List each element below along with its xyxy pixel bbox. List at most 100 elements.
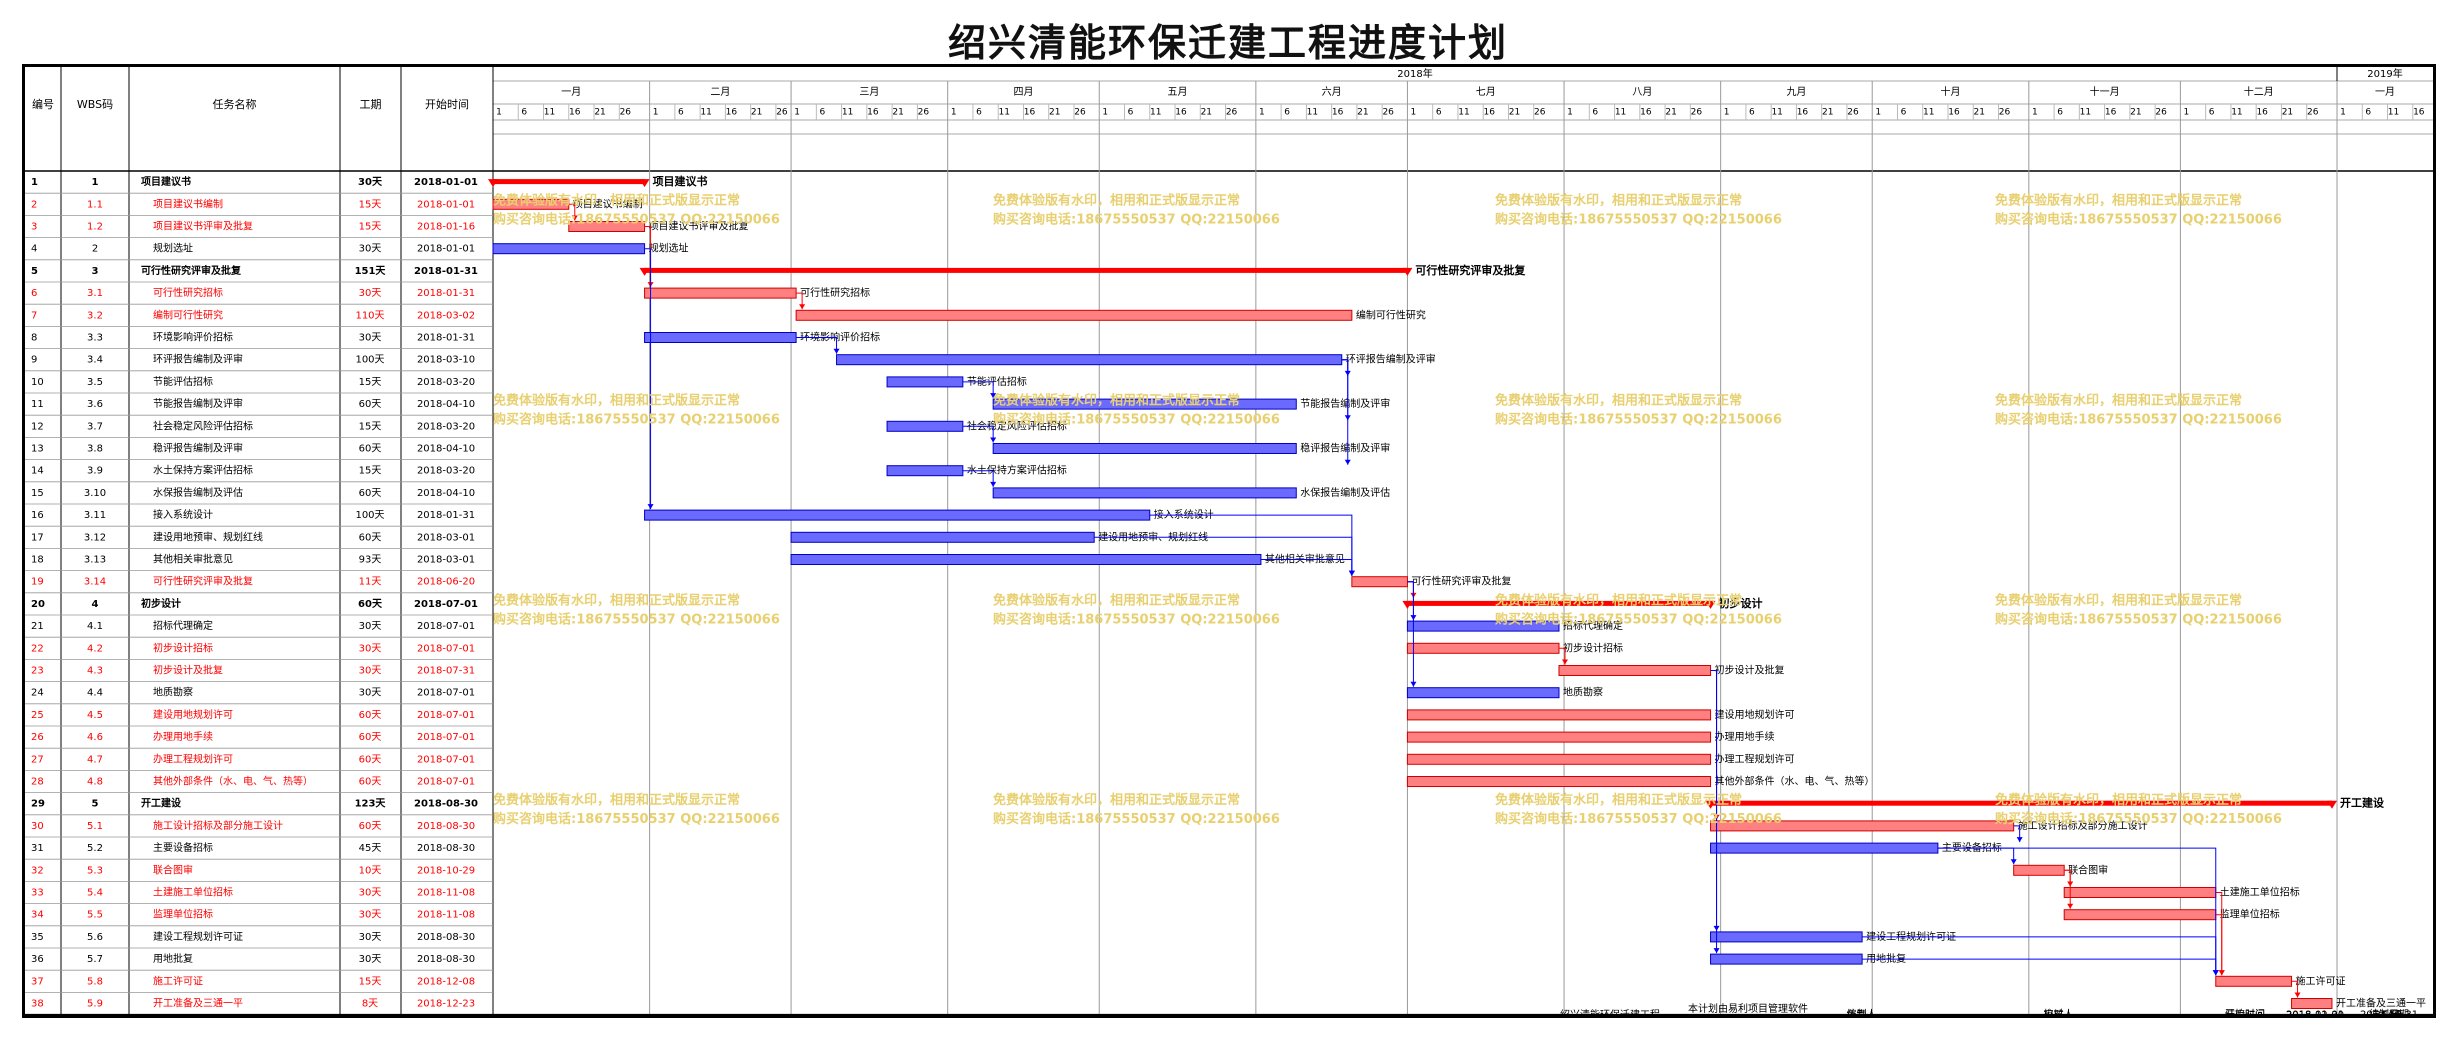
task-start: 2018-03-20 (417, 466, 475, 477)
gantt-task-bar (1406, 642, 1560, 654)
year-label: 2019年 (2367, 67, 2402, 80)
task-duration: 123天 (355, 798, 387, 810)
task-name: 建设用地预审、规划红线 (153, 530, 263, 543)
day-tick-label: 16 (1024, 108, 1036, 118)
task-start: 2018-07-01 (414, 599, 478, 610)
column-header: WBS码 (77, 98, 113, 111)
year-label: 2018年 (1397, 67, 1432, 80)
day-tick-label: 11 (2231, 108, 2242, 118)
task-start: 2018-01-01 (414, 177, 478, 188)
footer-cell-text: 校对人 (2044, 1008, 2074, 1015)
task-duration: 15天 (359, 199, 382, 210)
day-tick-label: 6 (678, 108, 684, 118)
task-start: 2018-04-10 (417, 399, 475, 410)
watermark-text: 免费体验版有水印，相用和正式版显示正常 (1995, 393, 2242, 409)
task-name: 监理单位招标 (153, 908, 213, 921)
gantt-bar-label: 办理用地手续 (1715, 730, 1775, 743)
month-label: 六月 (1322, 86, 1342, 98)
task-start: 2018-03-20 (417, 377, 475, 388)
task-duration: 15天 (359, 421, 382, 432)
task-wbs: 5.6 (87, 932, 103, 943)
footer-cell-text: 负责人 (1847, 1008, 1877, 1015)
watermark-text: 免费体验版有水印，相用和正式版显示正常 (493, 193, 740, 209)
gantt-bar-label: 地质勘察 (1563, 686, 1603, 699)
day-tick-label: 21 (751, 108, 762, 118)
task-duration: 30天 (359, 666, 382, 677)
day-tick-label: 6 (2209, 108, 2215, 118)
gantt-bar-label: 水保报告编制及评估 (1300, 486, 1390, 499)
gantt-task-bar (992, 398, 1297, 410)
task-number: 24 (31, 688, 44, 699)
task-name: 初步设计及批复 (153, 664, 223, 677)
task-duration: 8天 (362, 999, 378, 1010)
footer-software: 本计划由易利项目管理软件 (1688, 1002, 1808, 1015)
task-start: 2018-01-31 (417, 288, 475, 299)
day-tick-label: 11 (1771, 108, 1782, 118)
gantt-task-bar (2215, 975, 2293, 987)
task-name: 可行性研究评审及批复 (141, 264, 242, 277)
watermark-text: 免费体验版有水印，相用和正式版显示正常 (993, 792, 1240, 808)
gantt-task-bar (1406, 731, 1712, 743)
task-wbs: 3.11 (84, 510, 106, 521)
day-tick-label: 26 (620, 108, 632, 118)
day-tick-label: 6 (1901, 108, 1907, 118)
gantt-task-bar (1406, 753, 1712, 765)
day-tick-label: 21 (2282, 108, 2293, 118)
gantt-bar-label: 初步设计招标 (1563, 641, 1623, 654)
gantt-task-bar (992, 487, 1297, 499)
task-start: 2018-01-31 (414, 266, 478, 277)
watermark-text: 免费体验版有水印，相用和正式版显示正常 (1495, 193, 1742, 209)
dependency-link (796, 292, 803, 310)
day-tick-label: 11 (700, 108, 711, 118)
task-start: 2018-03-01 (417, 532, 475, 543)
task-name: 规划选址 (153, 242, 193, 255)
task-duration: 151天 (355, 265, 387, 277)
task-wbs: 3.5 (87, 377, 103, 388)
task-start: 2018-08-30 (417, 932, 475, 943)
task-wbs: 4.1 (87, 621, 103, 632)
day-tick-label: 26 (2155, 108, 2167, 118)
day-tick-label: 26 (1999, 108, 2011, 118)
task-start: 2018-12-23 (417, 999, 475, 1010)
task-number: 14 (31, 466, 44, 477)
dependency-arrow (2067, 903, 2074, 909)
task-duration: 30天 (359, 333, 382, 344)
day-tick-label: 1 (1102, 108, 1108, 118)
day-tick-label: 11 (842, 108, 853, 118)
dependency-link (962, 381, 994, 399)
watermark-text: 购买咨询电话:18675550537 QQ:22150066 (493, 611, 780, 627)
dependency-link (962, 425, 994, 443)
gantt-bar-label: 施工许可证 (2296, 974, 2346, 987)
watermark-text: 免费体验版有水印，相用和正式版显示正常 (1495, 393, 1742, 409)
task-start: 2018-07-01 (417, 621, 475, 632)
task-duration: 30天 (359, 288, 382, 299)
day-tick-label: 6 (521, 108, 527, 118)
dependency-arrow (1561, 659, 1568, 665)
task-number: 1 (31, 177, 38, 188)
task-start: 2018-08-30 (417, 821, 475, 832)
day-tick-label: 26 (2307, 108, 2319, 118)
month-label: 九月 (1786, 86, 1806, 98)
task-start: 2018-03-10 (417, 355, 475, 366)
dependency-arrow (1348, 570, 1355, 576)
watermark-text: 免费体验版有水印，相用和正式版显示正常 (1995, 792, 2242, 808)
task-wbs: 1.2 (87, 222, 103, 233)
task-start: 2018-08-30 (414, 799, 478, 810)
task-duration: 15天 (359, 466, 382, 477)
task-wbs: 3.1 (87, 288, 103, 299)
task-number: 31 (31, 843, 44, 854)
dependency-arrow (1410, 681, 1417, 687)
watermark-text: 购买咨询电话:18675550537 QQ:22150066 (493, 412, 780, 428)
task-wbs: 3.3 (87, 333, 103, 344)
task-start: 2018-01-31 (417, 333, 475, 344)
gantt-bar-label: 初步设计 (1719, 596, 1763, 610)
task-name: 联合图审 (153, 863, 193, 876)
task-duration: 30天 (359, 621, 382, 632)
dependency-arrow (2010, 859, 2017, 865)
day-tick-label: 11 (1923, 108, 1934, 118)
gantt-task-bar (886, 465, 964, 477)
task-number: 32 (31, 865, 44, 876)
task-number: 22 (31, 643, 44, 654)
day-tick-label: 1 (2340, 108, 2346, 118)
task-start: 2018-03-02 (417, 310, 475, 321)
